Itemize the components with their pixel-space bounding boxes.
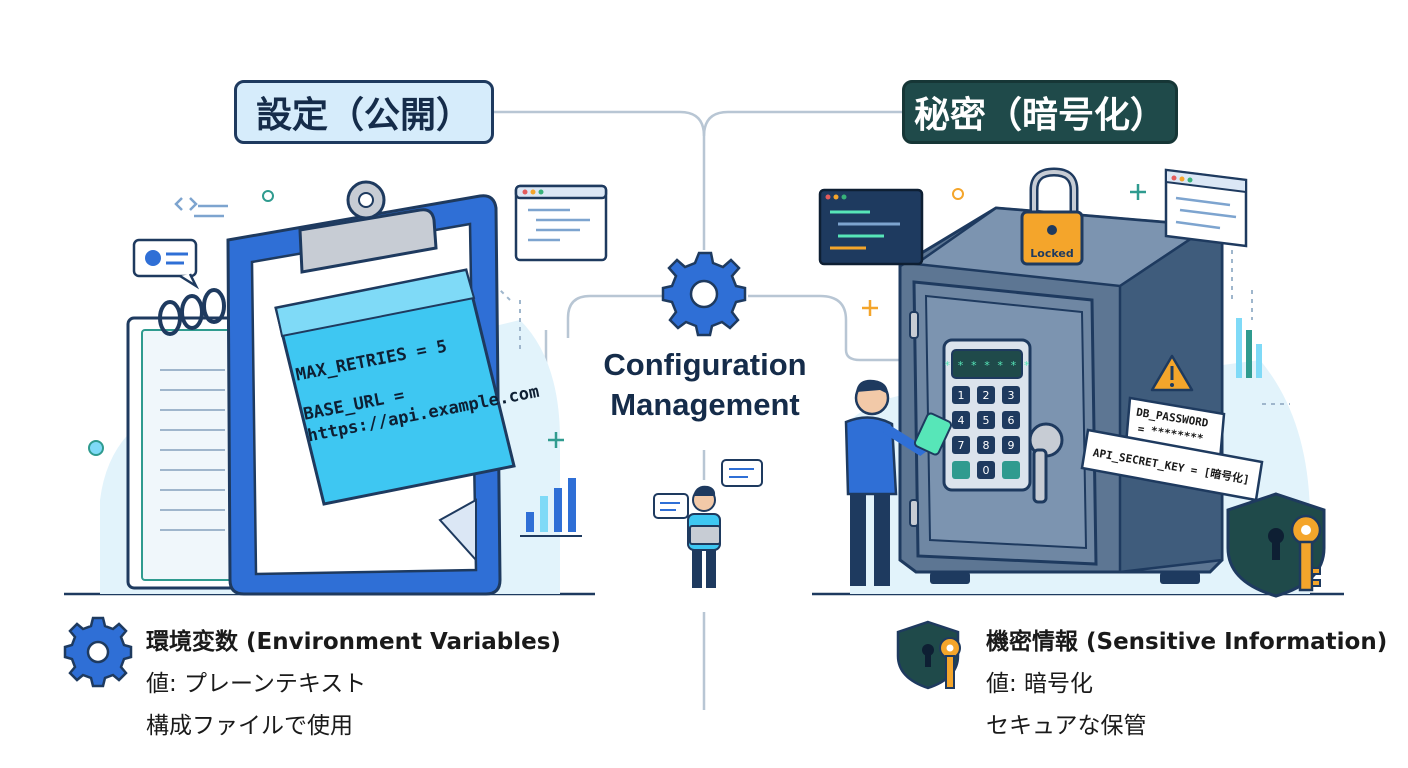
gear-icon-caption bbox=[63, 616, 133, 688]
deco-circle-2 bbox=[88, 440, 104, 456]
keypad-key-label: 1 bbox=[958, 389, 965, 402]
keypad-key bbox=[977, 461, 995, 479]
plus-icon-right-1 bbox=[1130, 184, 1146, 200]
keypad-key-label: 4 bbox=[958, 414, 965, 427]
keypad-key bbox=[952, 436, 970, 454]
bar-chart-right bbox=[1236, 318, 1262, 378]
gear-chat-bubble bbox=[132, 238, 200, 290]
caption-right-line1: 値: 暗号化 bbox=[986, 671, 1094, 697]
caption-left: 環境変数 (Environment Variables) 値: プレーンテキスト… bbox=[146, 622, 561, 740]
code-window-left bbox=[514, 184, 608, 262]
dashed-lines-left bbox=[499, 289, 521, 350]
keypad-key bbox=[952, 386, 970, 404]
plus-icon-right-2 bbox=[862, 300, 878, 316]
tag-api-secret-key: API_SECRET_KEY = [暗号化] bbox=[1080, 428, 1264, 502]
header-right-label: 秘密（暗号化） bbox=[913, 95, 1166, 136]
deco-circle-3 bbox=[952, 188, 964, 200]
sticky-note: MAX_RETRIES = 5 BASE_URL = https://api.e… bbox=[274, 268, 541, 506]
keypad-key-label: 9 bbox=[1008, 439, 1015, 452]
keypad-key-label: 8 bbox=[983, 439, 990, 452]
person-with-keycard bbox=[844, 379, 953, 586]
keypad-key-label: 3 bbox=[1008, 389, 1015, 402]
notebook-illustration bbox=[126, 288, 240, 590]
header-left-label: 設定（公開） bbox=[255, 95, 472, 136]
shield-key-icon-caption bbox=[896, 620, 961, 690]
warning-icon bbox=[1150, 354, 1194, 392]
keypad-keys: 1 2 3 4 5 6 7 8 9 0 bbox=[952, 386, 1020, 479]
lock-label: Locked bbox=[1030, 247, 1073, 260]
keypad-key bbox=[1002, 386, 1020, 404]
keypad-key bbox=[952, 461, 970, 479]
keypad-key bbox=[1002, 411, 1020, 429]
caption-left-title: 環境変数 (Environment Variables) bbox=[146, 629, 561, 655]
keypad-panel: * * * * * * * 1 2 3 4 5 6 7 8 9 0 bbox=[942, 338, 1032, 492]
gear-icon-center bbox=[661, 251, 747, 337]
keypad-display: * * * * * * * bbox=[944, 359, 1030, 372]
caption-right: 機密情報 (Sensitive Information) 値: 暗号化 セキュア… bbox=[986, 622, 1387, 740]
shield-key-illustration bbox=[1226, 492, 1326, 598]
keypad-key bbox=[977, 436, 995, 454]
padlock-icon: Locked bbox=[1020, 167, 1084, 266]
deco-circle-1 bbox=[262, 190, 274, 202]
keypad-key bbox=[977, 411, 995, 429]
header-public-settings: 設定（公開） bbox=[234, 80, 494, 144]
keypad-key bbox=[1002, 436, 1020, 454]
keypad-key-label: 7 bbox=[958, 439, 965, 452]
keypad-key-label: 0 bbox=[983, 464, 990, 477]
keypad-key-label: 2 bbox=[983, 389, 990, 402]
caption-right-line2: セキュアな保管 bbox=[986, 713, 1147, 739]
center-title-line2: Management bbox=[610, 387, 800, 422]
caption-right-title: 機密情報 (Sensitive Information) bbox=[986, 629, 1388, 655]
code-tag-deco bbox=[174, 197, 228, 218]
keypad-key-label: 5 bbox=[983, 414, 990, 427]
connector-lines bbox=[494, 110, 905, 710]
caption-left-line2: 構成ファイルで使用 bbox=[146, 713, 353, 739]
bar-chart-left bbox=[520, 478, 582, 537]
keypad-key bbox=[1002, 461, 1020, 479]
person-with-laptop bbox=[653, 459, 763, 588]
safe-handle bbox=[1028, 422, 1064, 504]
header-secret-encrypted: 秘密（暗号化） bbox=[902, 80, 1178, 144]
keypad-key bbox=[952, 411, 970, 429]
keypad-key-label: 6 bbox=[1008, 414, 1015, 427]
code-window-right bbox=[1164, 168, 1248, 248]
keypad-key bbox=[977, 386, 995, 404]
plus-icon-left bbox=[548, 432, 564, 448]
center-title-line1: Configuration bbox=[603, 347, 807, 382]
terminal-window bbox=[818, 188, 924, 266]
caption-left-line1: 値: プレーンテキスト bbox=[146, 671, 367, 697]
